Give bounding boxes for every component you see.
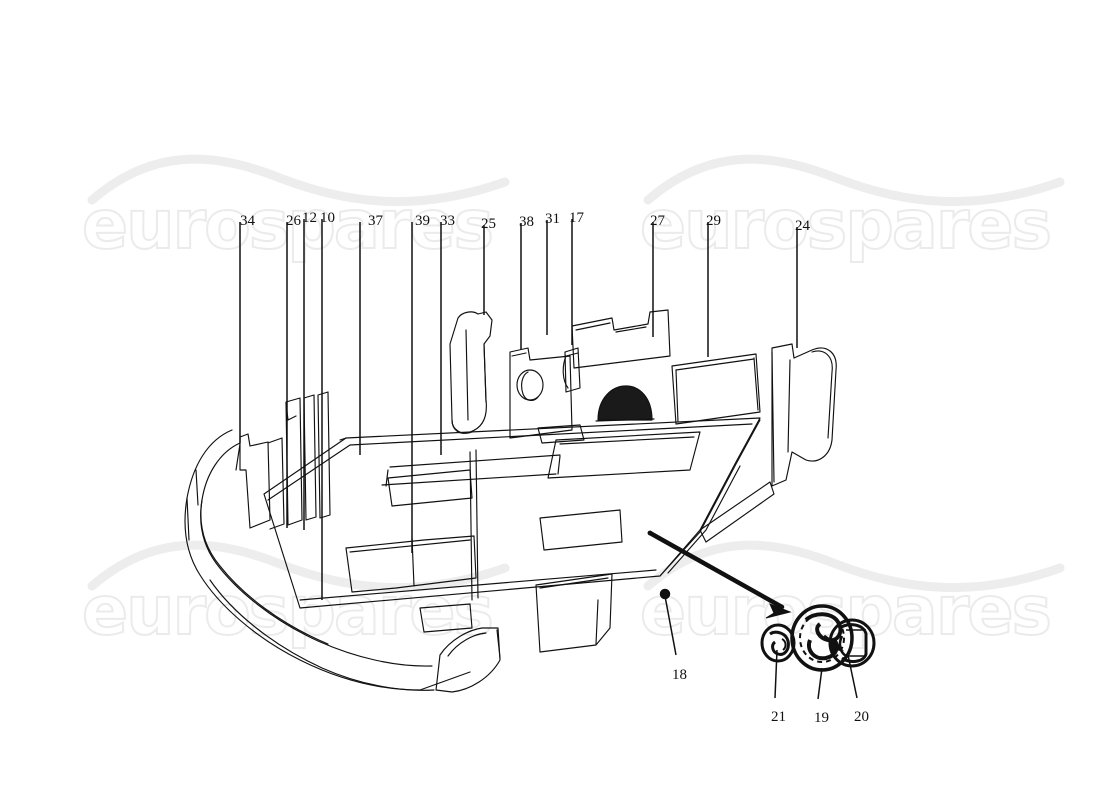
front-valance-panel [435,627,501,693]
main-floor-pan [263,417,761,609]
firewall-centre-panel [509,347,573,439]
rear-bulkhead-panels [562,309,671,393]
grommet-cap-part [828,618,876,668]
rear-parcel-shelf-panel [671,353,761,425]
left-sill-trim-panels [239,391,331,530]
swoosh-icon [643,540,1065,593]
watermark-swoosh-group [87,154,1065,593]
swoosh-icon [87,540,510,593]
callout-number-34: 34 [240,213,255,229]
leader-line-18 [664,595,677,656]
callout-number-21: 21 [771,709,786,725]
leader-line-20 [847,654,858,699]
swoosh-icon [87,154,510,207]
callout-number-10: 10 [320,210,335,226]
callout-number-33: 33 [440,213,455,229]
wheel-arch-cutout [595,385,655,422]
callout-number-18: 18 [672,667,687,683]
callout-number-19: 19 [814,710,829,726]
callout-number-25: 25 [481,216,496,232]
bulkhead-upright-left [449,311,493,434]
callout-number-37: 37 [368,213,383,229]
callout-number-26: 26 [286,213,301,229]
left-rear-floor-lip [419,603,473,633]
center-floor-mat [387,469,623,551]
callout-number-17: 17 [569,210,584,226]
callout-leader-lines [239,219,858,700]
callout-number-12: 12 [302,210,317,226]
scuttle-edge [235,437,347,471]
callout-number-38: 38 [519,214,534,230]
body-shell-outline [184,429,471,691]
callout-number-29: 29 [706,213,721,229]
callout-number-39: 39 [415,213,430,229]
right-lower-sill [699,481,775,543]
right-kick-panel [535,573,613,653]
right-quarter-trim [771,343,837,487]
watermark-text: eurospares [81,185,495,266]
leader-line-19 [817,667,823,700]
callout-number-31: 31 [545,211,560,227]
swoosh-icon [643,154,1065,207]
detail-pointer-arrow [647,530,792,619]
callout-number-20: 20 [854,709,869,725]
leader-dot-18 [659,588,671,600]
callout-number-27: 27 [650,213,665,229]
leader-line-21 [774,649,778,699]
callout-number-24: 24 [795,218,810,234]
watermark-text: eurospares [639,571,1053,652]
